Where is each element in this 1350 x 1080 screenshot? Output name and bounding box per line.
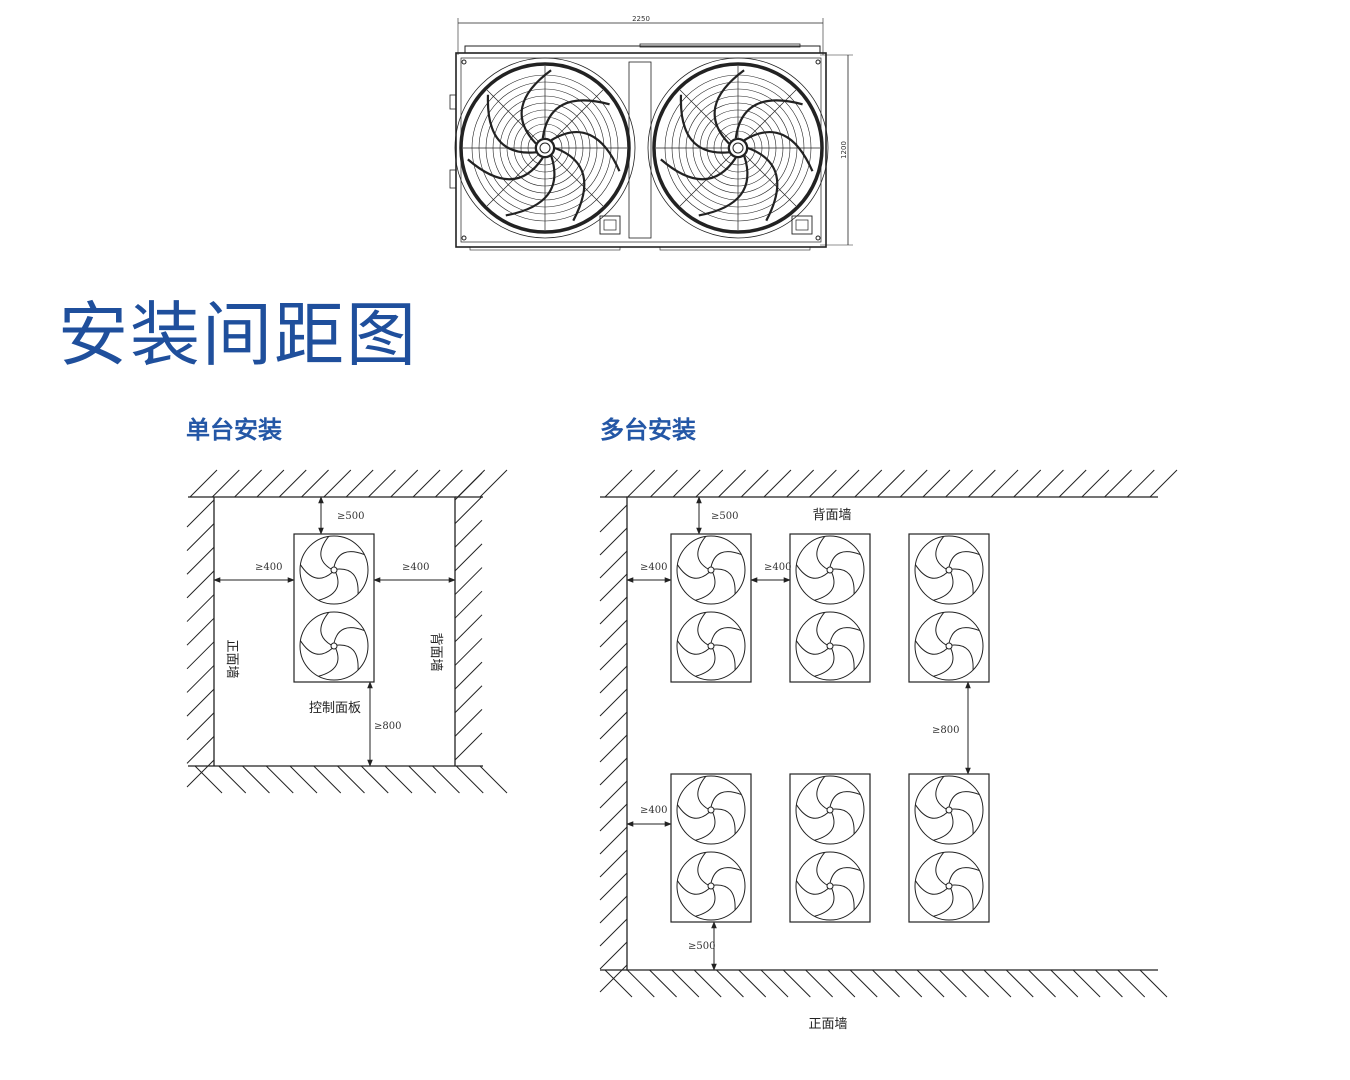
fan-icon [676,851,746,921]
single-install-heading: 单台安装 [186,416,282,444]
multi-gap-left-bottom: ≥400 [640,805,667,816]
single-install-layout [186,469,508,794]
multi-gap-left-top: ≥400 [640,562,667,573]
single-unit [293,533,375,683]
condenser-unit [789,773,871,923]
single-gap-right: ≥400 [402,562,429,573]
single-gap-bottom: ≥800 [374,721,401,732]
multi-gap-bottom: ≥500 [688,941,715,952]
single-front-wall-label: 正面墙 [224,639,239,678]
multi-back-wall-label: 背面墙 [812,508,851,523]
axial-fan-icon [454,57,636,239]
axial-fan-icon [647,57,829,239]
fan-icon [795,611,865,681]
single-gap-top: ≥500 [337,511,364,522]
fan-icon [299,611,369,681]
fan-icon [914,611,984,681]
fan-icon [676,535,746,605]
fan-icon [795,851,865,921]
multi-gap-between: ≥400 [764,562,791,573]
width-dimension: 2250 [632,15,650,23]
fan-icon [795,535,865,605]
fan-icon [914,851,984,921]
condenser-unit [670,773,752,923]
condenser-unit [908,773,990,923]
control-panel-label: 控制面板 [309,701,361,716]
condenser-unit [670,533,752,683]
multi-gap-top: ≥500 [711,511,738,522]
condenser-unit [789,533,871,683]
multi-gap-rows: ≥800 [932,725,959,736]
fan-icon [676,611,746,681]
fan-icon [795,775,865,845]
height-dimension: 1200 [840,141,848,159]
unit-technical-drawing [449,18,853,251]
fan-icon [299,535,369,605]
fan-icon [914,535,984,605]
single-gap-left: ≥400 [255,562,282,573]
fan-icon [914,775,984,845]
fan-icon [676,775,746,845]
single-back-wall-label: 背面墙 [428,632,443,671]
multi-front-wall-label: 正面墙 [808,1017,847,1032]
condenser-unit [908,533,990,683]
multi-install-layout [599,469,1178,998]
multi-install-heading: 多台安装 [600,416,696,444]
page-title: 安装间距图 [58,294,418,376]
